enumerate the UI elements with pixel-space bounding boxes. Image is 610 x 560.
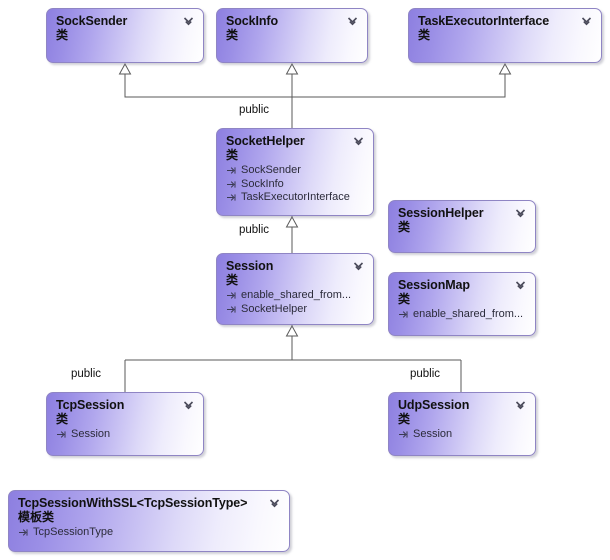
edge-label-udp-session: public	[410, 368, 441, 380]
class-name: Session	[226, 259, 274, 273]
list-item[interactable]: TcpSessionType	[18, 526, 281, 540]
class-name: SessionMap	[398, 278, 470, 292]
list-item[interactable]: SockInfo	[226, 178, 365, 192]
class-title-row: SessionHelper	[398, 206, 527, 221]
class-box-socket-helper[interactable]: SocketHelper 类 SockSender	[216, 128, 374, 216]
inheritance-arrow-sock-info	[285, 62, 299, 75]
base-class-name: TcpSessionType	[33, 526, 114, 538]
edge-label-socket-helper: public	[239, 104, 270, 116]
class-stereotype: 模板类	[18, 510, 55, 524]
edge-label-session: public	[239, 224, 270, 236]
class-stereotype: 类	[418, 28, 431, 42]
inheritance-arrow-task-executor	[498, 62, 512, 75]
class-name: SockSender	[56, 14, 128, 28]
class-box-session[interactable]: Session 类 enable_shared_from...	[216, 253, 374, 325]
class-title-row: UdpSession	[398, 398, 527, 413]
class-title-row: SocketHelper	[226, 134, 365, 149]
class-name: SessionHelper	[398, 206, 484, 220]
base-class-arrow-icon	[398, 429, 409, 440]
base-class-name: SockSender	[241, 164, 301, 176]
base-class-name: TaskExecutorInterface	[241, 191, 350, 203]
base-class-list: SockSender SockInfo	[226, 164, 365, 205]
class-box-session-helper[interactable]: SessionHelper 类	[388, 200, 536, 253]
class-box-task-executor-interface[interactable]: TaskExecutorInterface 类	[408, 8, 602, 63]
class-name: TaskExecutorInterface	[418, 14, 550, 28]
base-class-list: enable_shared_from...	[398, 308, 527, 322]
base-class-arrow-icon	[226, 179, 237, 190]
base-class-arrow-icon	[226, 192, 237, 203]
chevron-double-down-icon[interactable]	[346, 15, 359, 28]
class-title-row: TcpSession	[56, 398, 195, 413]
inheritance-arrow-session	[285, 324, 299, 337]
chevron-double-down-icon[interactable]	[580, 15, 593, 28]
base-class-name: enable_shared_from...	[241, 289, 352, 301]
list-item[interactable]: enable_shared_from...	[398, 308, 527, 322]
base-class-list: Session	[398, 428, 527, 442]
base-class-list: enable_shared_from... SocketHelper	[226, 289, 365, 316]
base-class-name: Session	[71, 428, 111, 440]
base-class-name: Session	[413, 428, 453, 440]
class-title-row: TcpSessionWithSSL<TcpSessionType>	[18, 496, 281, 511]
base-class-arrow-icon	[226, 165, 237, 176]
list-item[interactable]: enable_shared_from...	[226, 289, 365, 303]
class-name: SocketHelper	[226, 134, 305, 148]
class-stereotype: 类	[398, 412, 411, 426]
class-title-row: SessionMap	[398, 278, 527, 293]
class-stereotype: 类	[398, 220, 411, 234]
class-title-row: Session	[226, 259, 365, 274]
base-class-name: enable_shared_from...	[413, 308, 524, 320]
class-title-row: SockInfo	[226, 14, 359, 29]
class-title-row: TaskExecutorInterface	[418, 14, 593, 29]
class-name: SockInfo	[226, 14, 278, 28]
chevron-double-down-icon[interactable]	[352, 260, 365, 273]
list-item[interactable]: SocketHelper	[226, 303, 365, 317]
inheritance-arrow-socket-helper	[285, 215, 299, 228]
base-class-arrow-icon	[398, 309, 409, 320]
chevron-double-down-icon[interactable]	[352, 135, 365, 148]
chevron-double-down-icon[interactable]	[182, 15, 195, 28]
class-name: UdpSession	[398, 398, 470, 412]
class-stereotype: 类	[226, 28, 239, 42]
class-box-sock-sender[interactable]: SockSender 类	[46, 8, 204, 63]
class-name: TcpSession	[56, 398, 125, 412]
edge-bus-top	[124, 73, 506, 98]
base-class-arrow-icon	[226, 304, 237, 315]
class-box-tcp-session[interactable]: TcpSession 类 Session	[46, 392, 204, 456]
base-class-list: TcpSessionType	[18, 526, 281, 540]
base-class-arrow-icon	[226, 290, 237, 301]
base-class-list: Session	[56, 428, 195, 442]
class-stereotype: 类	[226, 148, 239, 162]
base-class-name: SockInfo	[241, 177, 284, 190]
base-class-arrow-icon	[18, 527, 29, 538]
chevron-double-down-icon[interactable]	[514, 279, 527, 292]
class-stereotype: 类	[226, 273, 239, 287]
class-title-row: SockSender	[56, 14, 195, 29]
list-item[interactable]: Session	[56, 428, 195, 442]
chevron-double-down-icon[interactable]	[268, 497, 281, 510]
class-box-tcp-session-with-ssl[interactable]: TcpSessionWithSSL<TcpSessionType> 模板类	[8, 490, 290, 552]
class-box-session-map[interactable]: SessionMap 类 enable_shared_from...	[388, 272, 536, 336]
inheritance-arrow-sock-sender	[118, 62, 132, 75]
class-stereotype: 类	[398, 292, 411, 306]
base-class-arrow-icon	[56, 429, 67, 440]
class-box-sock-info[interactable]: SockInfo 类	[216, 8, 368, 63]
class-box-udp-session[interactable]: UdpSession 类 Session	[388, 392, 536, 456]
list-item[interactable]: SockSender	[226, 164, 365, 178]
class-stereotype: 类	[56, 28, 69, 42]
list-item[interactable]: TaskExecutorInterface	[226, 191, 365, 205]
chevron-double-down-icon[interactable]	[182, 399, 195, 412]
class-stereotype: 类	[56, 412, 69, 426]
chevron-double-down-icon[interactable]	[514, 399, 527, 412]
chevron-double-down-icon[interactable]	[514, 207, 527, 220]
edge-label-tcp-session: public	[71, 368, 102, 380]
list-item[interactable]: Session	[398, 428, 527, 442]
base-class-name: SocketHelper	[241, 302, 308, 315]
class-name: TcpSessionWithSSL<TcpSessionType>	[18, 496, 248, 510]
